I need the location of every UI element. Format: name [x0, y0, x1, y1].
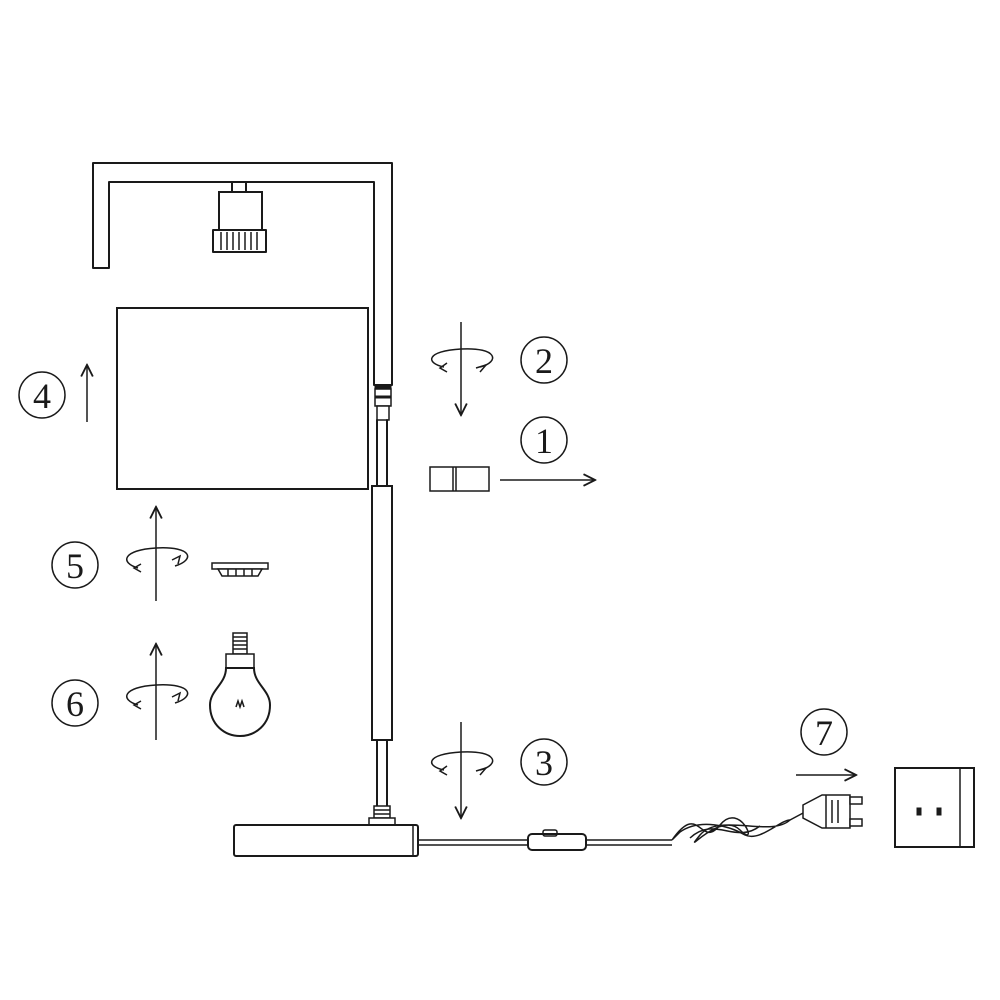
pole-joint-lower: [368, 805, 396, 826]
lamp-shade: [116, 307, 369, 490]
step-4: 4: [18, 366, 87, 422]
rotate-up-icon: [126, 508, 189, 601]
step-6-number: 6: [66, 684, 84, 724]
step-5-number: 5: [66, 546, 84, 586]
lamp-arm: [92, 162, 393, 386]
step-6-badge: [51, 679, 99, 727]
socket-holder: [212, 181, 267, 253]
step-2-number: 2: [535, 341, 553, 381]
step-5-badge: [51, 541, 99, 589]
light-bulb-icon: [208, 632, 272, 738]
wall-outlet: [894, 767, 975, 848]
step-4-badge: [18, 371, 66, 419]
rotate-down-icon: [430, 722, 494, 817]
pole-protector-cap: [429, 466, 490, 492]
step-7-number: 7: [815, 713, 833, 753]
step-2: 2: [430, 322, 568, 414]
pole-joint-upper: [374, 384, 392, 421]
step-1-number: 1: [535, 421, 553, 461]
rotate-up-icon: [126, 645, 189, 740]
step-7-badge: [800, 708, 848, 756]
step-1: 1: [429, 416, 594, 492]
step-6: 6: [51, 632, 272, 740]
power-plug: [802, 794, 863, 829]
power-cord: [418, 811, 806, 851]
step-5: 5: [51, 508, 269, 601]
plug-pin-top: [849, 796, 863, 805]
shade-ring: [211, 562, 269, 577]
step-7: 7: [796, 708, 855, 775]
step-3: 3: [430, 722, 568, 817]
step-4-number: 4: [33, 376, 51, 416]
lamp-base: [233, 824, 419, 857]
lamp-pole: [371, 419, 393, 809]
plug-pin-bottom: [849, 818, 863, 827]
rotate-down-icon: [430, 322, 494, 414]
switch-button: [542, 829, 558, 837]
step-3-number: 3: [535, 743, 553, 783]
step-1-badge: [520, 416, 568, 464]
step-3-badge: [520, 738, 568, 786]
step-2-badge: [520, 336, 568, 384]
inline-switch: [527, 833, 587, 851]
